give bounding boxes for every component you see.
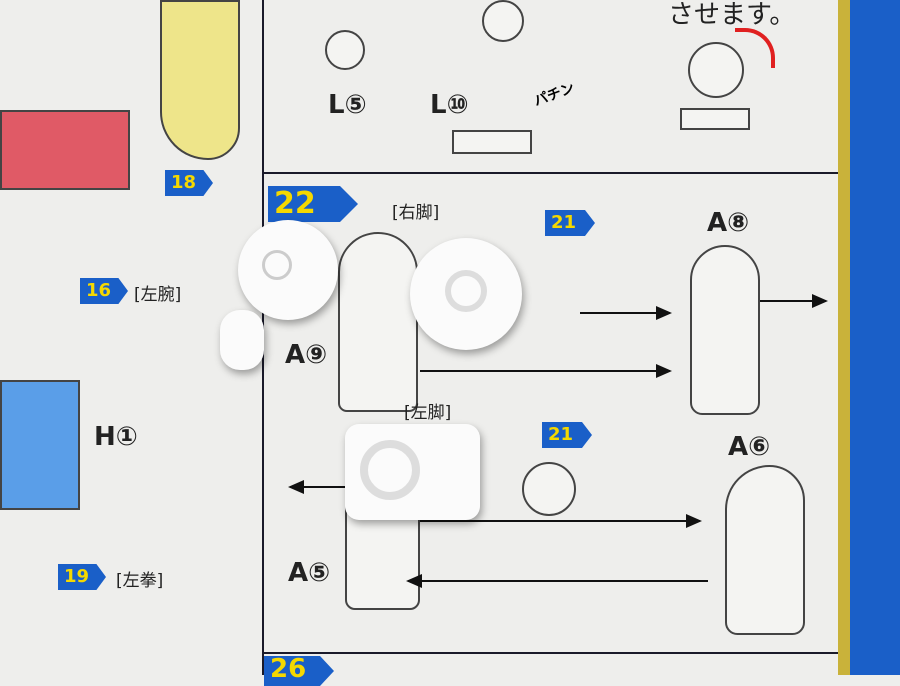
rotate-arrow-icon [735,28,775,68]
rotating-joint-part [688,42,744,98]
divider [262,172,838,174]
plastic-peg [220,310,264,370]
arrow-icon [406,574,708,588]
arrow-icon [420,364,672,378]
divider [262,652,838,654]
part-label: A⑥ [728,432,771,462]
arrow-icon [580,306,672,320]
base-part [680,108,750,130]
substep-badge: 21 [542,422,592,448]
section-title: [左拳] [116,571,164,591]
socket-hole [360,440,420,500]
leg-part-a8 [690,245,760,415]
step-badge: 22 [268,186,358,222]
page-edge-yellow [838,0,850,675]
leg-part-a6 [725,465,805,635]
arm-part [0,110,130,190]
section-title: [左腕] [134,285,182,305]
arrow-icon [288,480,350,494]
sound-text: パチン [531,80,577,110]
box-edge-blue [850,0,900,675]
leg-part [0,380,80,510]
base-part [452,130,532,154]
part-label: A⑤ [288,558,331,588]
socket-hole [445,270,487,312]
part-label: A⑨ [285,340,328,370]
step-badge: 16 [80,278,128,304]
step-badge: 18 [165,170,213,196]
section-title: [右脚] [392,203,440,223]
substep-badge: 21 [545,210,595,236]
socket-hole [262,250,292,280]
part-label: H① [94,422,138,452]
part-label: L⑤ [328,90,367,120]
leg-part-a9 [338,232,418,412]
arrow-icon [760,294,828,308]
section-title: [左脚] [404,403,452,423]
step-badge: 26 [264,656,334,686]
ball-joint-part [325,30,365,70]
horn-part [160,0,240,160]
part-label: L⑩ [430,90,469,120]
arrow-icon [420,514,702,528]
joint-part [482,0,524,42]
part-label: A⑧ [707,208,750,238]
step-badge: 19 [58,564,106,590]
caption-text: させます。 [668,0,796,30]
ball-joint-part [522,462,576,516]
